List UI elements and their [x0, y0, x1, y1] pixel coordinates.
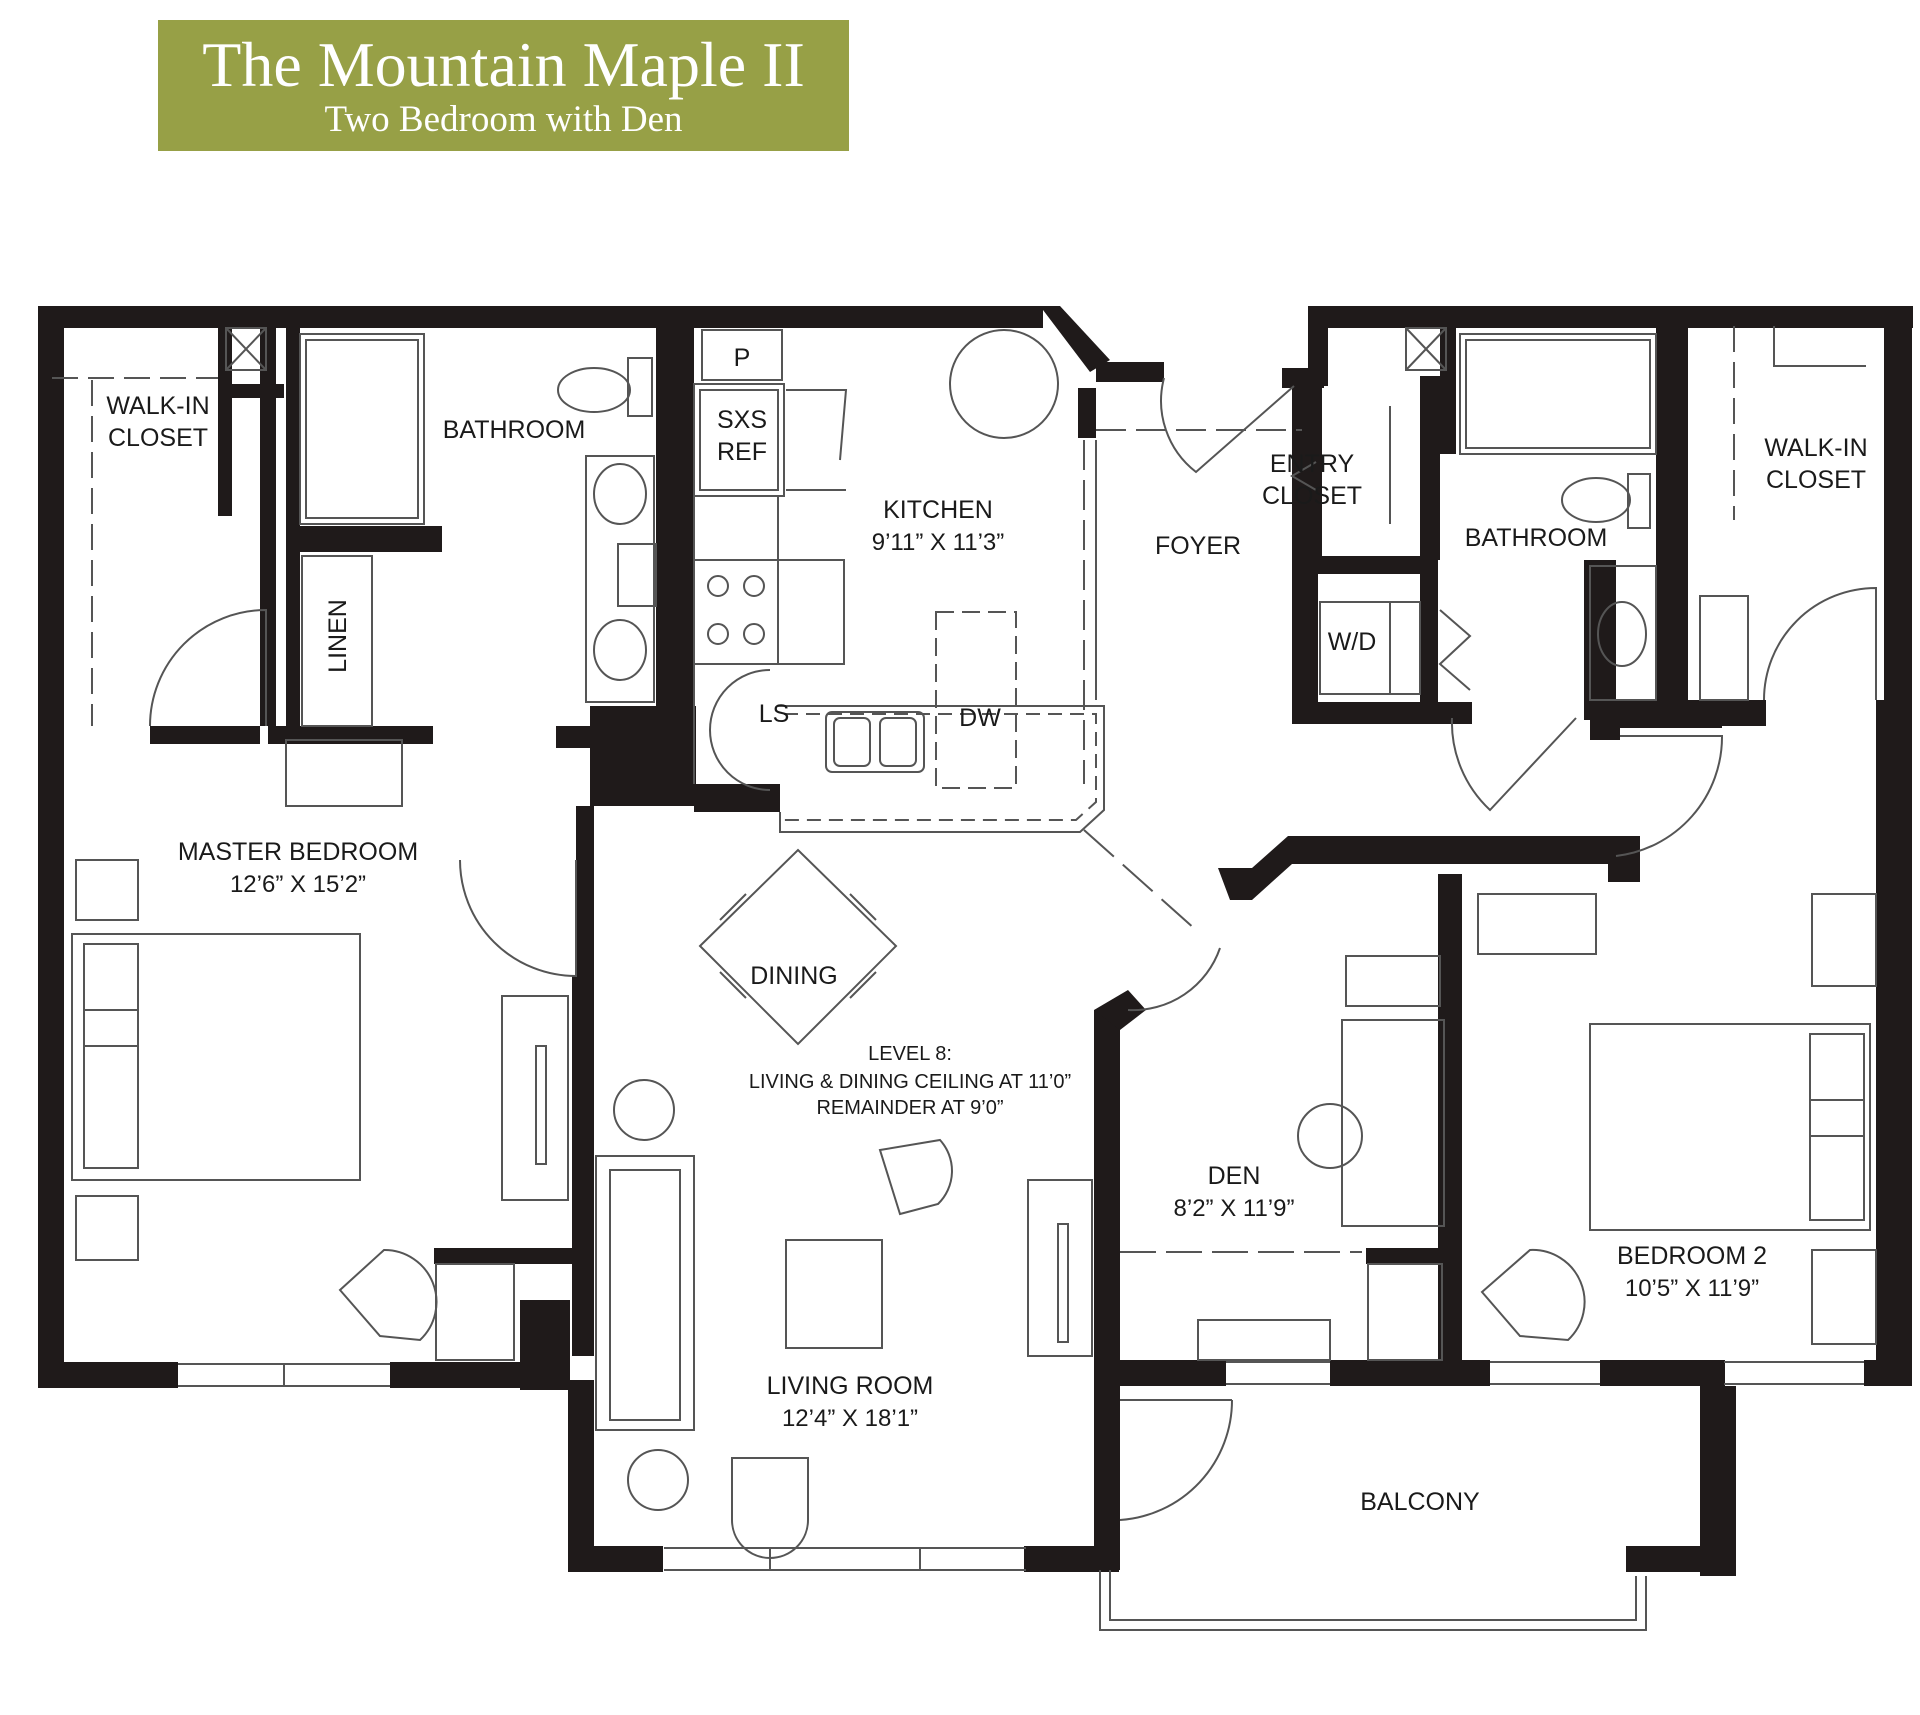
pantry-label: P	[734, 344, 751, 372]
kitchen-dimensions: 9’11” X 11’3”	[872, 529, 1005, 556]
master-bedroom-dimensions: 12’6” X 15’2”	[230, 871, 366, 898]
plan-subtitle: Two Bedroom with Den	[324, 99, 683, 140]
living-room-dimensions: 12’4” X 18’1”	[782, 1405, 918, 1432]
refrigerator-line2: REF	[717, 438, 767, 466]
den-label: DEN	[1208, 1162, 1261, 1190]
master-bedroom-label: MASTER BEDROOM	[178, 838, 418, 866]
dishwasher-label: DW	[959, 704, 1001, 732]
balcony-label: BALCONY	[1360, 1488, 1480, 1516]
washer-dryer-label: W/D	[1328, 628, 1377, 656]
walkin-closet-left-line1: WALK-IN	[106, 392, 209, 420]
living-room-label: LIVING ROOM	[767, 1372, 934, 1400]
kitchen-label: KITCHEN	[883, 496, 993, 524]
dining-label: DINING	[750, 962, 838, 990]
interior-walls	[150, 306, 1766, 1390]
refrigerator-line1: SXS	[717, 406, 767, 434]
den-dimensions: 8’2” X 11’9”	[1174, 1195, 1295, 1222]
lazy-susan-label: LS	[759, 700, 790, 728]
linen-label: LINEN	[324, 599, 352, 673]
title-banner: The Mountain Maple II Two Bedroom with D…	[158, 20, 849, 151]
bedroom-2-label: BEDROOM 2	[1617, 1242, 1767, 1270]
second-bathroom-label: BATHROOM	[1465, 524, 1608, 552]
ceiling-note-line1: LEVEL 8:	[868, 1043, 952, 1065]
room-labels: WALK-IN CLOSET BATHROOM LINEN P SXS REF …	[106, 344, 1867, 1516]
ceiling-note-line2: LIVING & DINING CEILING AT 11’0”	[749, 1071, 1071, 1093]
bedroom-2-dimensions: 10’5” X 11’9”	[1625, 1275, 1759, 1302]
plan-title: The Mountain Maple II	[202, 29, 805, 100]
entry-closet-line2: CLOSET	[1262, 482, 1362, 510]
walkin-closet-left-line2: CLOSET	[108, 424, 208, 452]
master-bathroom-label: BATHROOM	[443, 416, 586, 444]
entry-closet-line1: ENTRY	[1270, 450, 1355, 478]
foyer-label: FOYER	[1155, 532, 1241, 560]
walkin-closet-right-line1: WALK-IN	[1764, 434, 1867, 462]
walkin-closet-right-line2: CLOSET	[1766, 466, 1866, 494]
fixtures	[52, 326, 1877, 1631]
ceiling-note-line3: REMAINDER AT 9’0”	[816, 1097, 1003, 1119]
exterior-walls	[38, 306, 1913, 1576]
